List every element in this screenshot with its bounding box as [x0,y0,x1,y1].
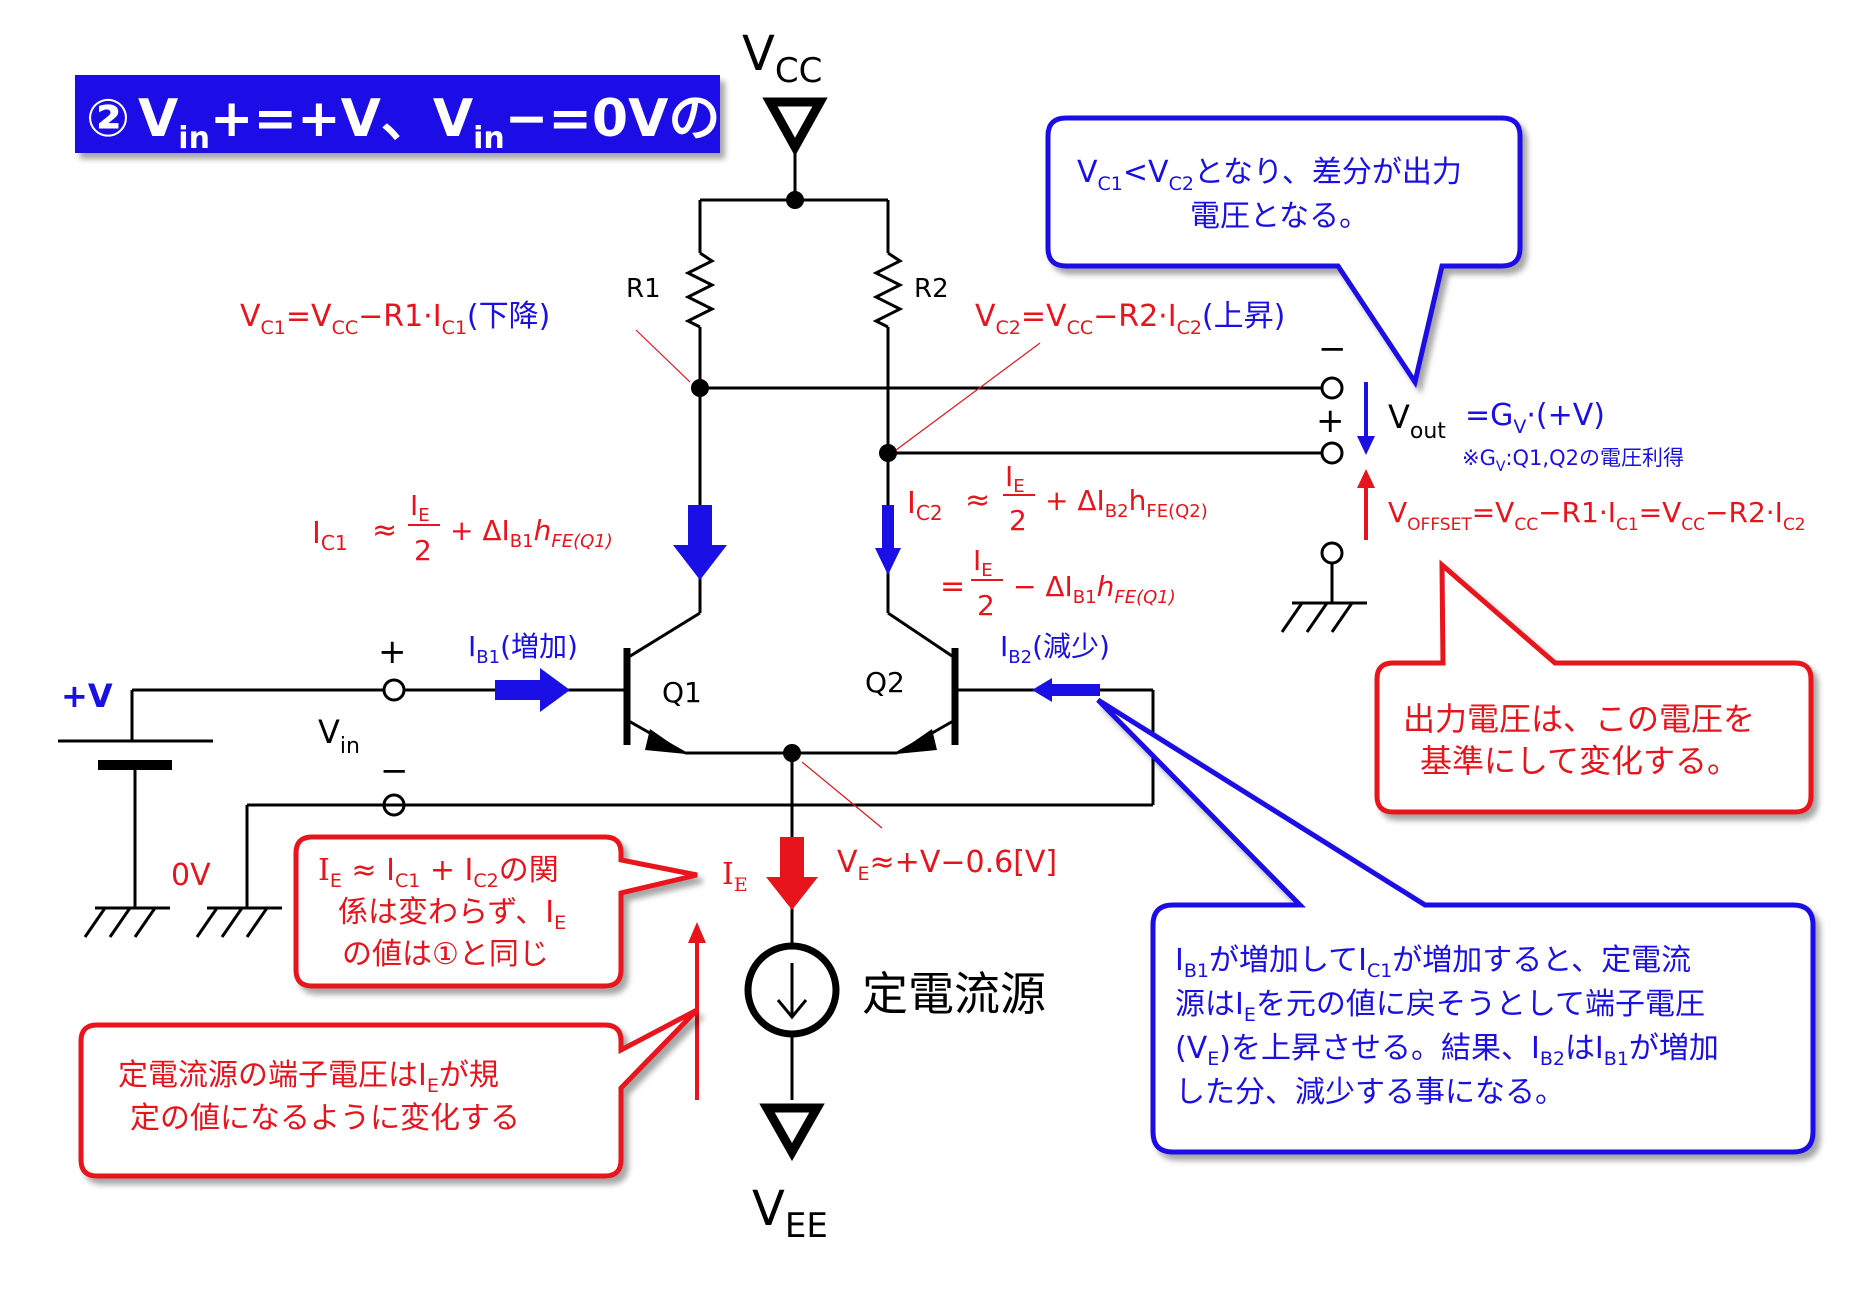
explanation-line4: した分、減少する事になる。 [1175,1075,1565,1110]
vc1-equation: VC1=VCC−R1·IC1(下降) [240,299,550,339]
vc2-pointer [895,342,1041,451]
vin-ground-symbol [195,906,282,938]
vin-label: Vin [318,713,360,759]
q1-label: Q1 [662,676,702,709]
voffset-formula: VOFFSET=VCC−R1·IC1=VCC−R2·IC2 [1388,496,1806,535]
ie-relation-callout [293,834,698,989]
top-callout [1045,115,1523,389]
battery-label: +V [61,677,113,715]
current-source-label: 定電流源 [862,967,1046,1021]
explanation-line3: (VE)を上昇させる。結果、IB2はIB1が増加 [1175,1031,1719,1070]
vc1-pointer [635,329,691,383]
zero-volt-label: 0V [171,858,211,893]
ie-relation-line2: 係は変わらず、IE [338,895,566,934]
ic2-formula: IC2 ≈ IE 2 + ΔIB2hFE(Q2) = IE 2 − ΔIB1hF… [907,460,1208,622]
svg-text:IE: IE [1005,460,1025,497]
q1-emitter-arrow [645,729,686,754]
out-ground-symbol [1280,601,1367,633]
battery-ground-symbol [83,906,170,938]
svg-text:≈: ≈ [372,513,397,548]
svg-text:2: 2 [1009,504,1027,537]
svg-text:IE: IE [973,544,993,581]
offset-callout-line2: 基準にして変化する。 [1420,742,1739,780]
vout-arrow [1357,382,1375,455]
vee-symbol [759,1103,825,1162]
svg-text:2: 2 [414,534,432,567]
q2-emitter-arrow [896,729,937,754]
cs-callout-line2: 定の値になるように変化する [130,1101,520,1136]
title-banner [75,75,720,153]
svg-text:=: = [940,569,965,604]
ie-relation-line3: の値は①と同じ [342,937,549,972]
svg-text:IE: IE [410,489,430,526]
q2-label: Q2 [865,666,905,699]
top-callout-line1: VC1<VC2となり、差分が出力 [1077,155,1462,195]
q1-collector [626,611,701,660]
ib2-label: IB2(減少) [1000,630,1110,668]
ic2-arrow [875,505,901,575]
r2-label: R2 [914,274,949,304]
vin-plus-sign: + [378,632,407,672]
ve-label: VE≈+V−0.6[V] [837,845,1057,885]
cs-callout-line1: 定電流源の端子電圧はIEが規 [118,1058,499,1097]
ie-relation-line1: IE ≈ IC1 + IC2の関 [318,853,559,892]
out-ground-terminal [1320,541,1344,565]
ie-label: IE [722,857,748,896]
gain-note: ※GV:Q1,Q2の電圧利得 [1462,446,1684,475]
explanation-callout [1096,697,1816,1155]
r1-resistor [684,251,716,329]
out-minus-terminal [1320,376,1344,400]
q2-collector [887,611,956,660]
top-callout-line2: 電圧となる。 [1190,199,1369,234]
voffset-arrow [1357,469,1375,540]
out-plus-sign: + [1316,401,1345,441]
vout-label: Vout [1388,398,1446,444]
svg-text:+ ΔIB1hFE(Q1): + ΔIB1hFE(Q1) [450,514,613,552]
r2-resistor [872,251,904,329]
svg-text:IC1: IC1 [312,516,348,555]
explanation-line2: 源はIEを元の値に戻そうとして端子電圧 [1175,987,1705,1026]
ic1-formula: IC1 ≈ IE 2 + ΔIB1hFE(Q1) [312,489,613,567]
r1-label: R1 [626,274,661,304]
vcc-label: VCC [742,26,822,91]
cs-voltage-arrow [688,922,706,1100]
svg-text:+ ΔIB2hFE(Q2): + ΔIB2hFE(Q2) [1045,484,1208,522]
svg-text:2: 2 [977,589,995,622]
vee-label: VEE [752,1181,828,1246]
cs-callout [78,1007,699,1179]
vc2-equation: VC2=VCC−R2·IC2(上昇) [975,299,1285,339]
svg-text:− ΔIB1hFE(Q1): − ΔIB1hFE(Q1) [1013,570,1176,608]
ib1-arrow [495,668,570,712]
vcc-symbol [762,97,828,157]
svg-text:IC2: IC2 [907,486,943,525]
ic1-arrow [673,505,727,580]
svg-text:≈: ≈ [965,483,990,518]
offset-callout [1374,559,1814,815]
ib2-arrow [1032,678,1100,702]
ie-arrow [766,837,818,910]
vin-plus-terminal [382,678,406,702]
explanation-line1: IB1が増加してIC1が増加すると、定電流 [1175,943,1691,982]
vin-minus-sign: − [380,751,409,791]
current-source-arrowhead [776,999,808,1020]
offset-callout-line1: 出力電圧は、この電圧を [1403,700,1755,738]
out-plus-terminal [1320,441,1344,465]
vout-gain-formula: =GV·(+V) [1465,398,1605,438]
ib1-label: IB1(増加) [468,630,578,668]
ve-pointer [801,761,883,829]
out-minus-sign: − [1318,329,1347,369]
